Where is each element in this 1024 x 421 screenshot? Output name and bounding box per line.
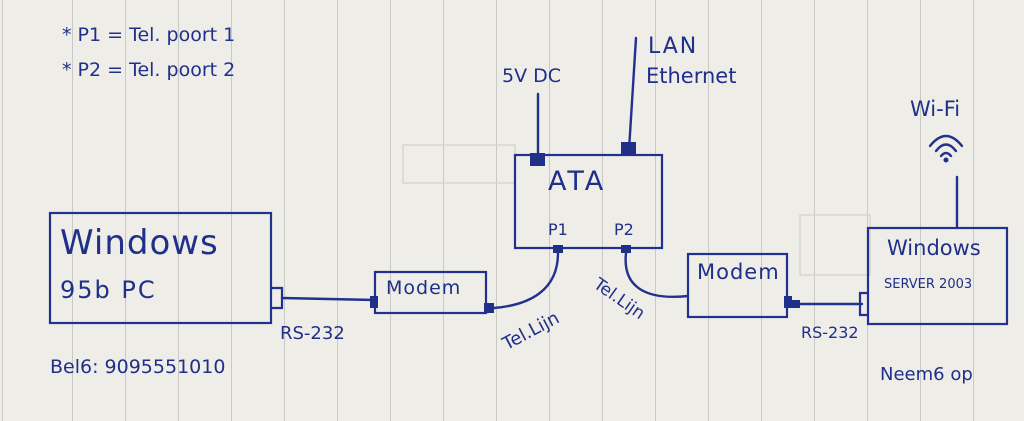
neem-op-label: Neem6 op (880, 364, 973, 385)
left-pc-title: Windows (60, 223, 219, 263)
ata-p2-label: P2 (614, 220, 634, 239)
right-modem-port-b (792, 300, 800, 308)
ata-port-p2 (621, 245, 631, 253)
legend-p2: * P2 = Tel. poort 2 (62, 59, 236, 81)
ethernet-label: Ethernet (646, 64, 737, 88)
rs232-cable-left (280, 296, 377, 302)
lan-port (621, 142, 636, 156)
rs232-label-left: RS-232 (280, 323, 345, 344)
server-serial-port (858, 291, 868, 317)
bel-label: Bel6: 9095551010 (50, 356, 226, 378)
left-modem-label: Modem (386, 277, 462, 299)
lan-label: LAN (648, 34, 699, 59)
left-pc-subtitle: 95b PC (60, 276, 157, 304)
ghost-rect-1 (402, 144, 516, 184)
ata-box (513, 153, 664, 250)
legend-p1: * P1 = Tel. poort 1 (62, 24, 236, 46)
server-subtitle: SERVER 2003 (884, 277, 973, 292)
left-modem-box (373, 270, 488, 315)
left-pc-serial-port (271, 286, 284, 310)
server-title: Windows (887, 236, 981, 260)
ata-p1-label: P1 (548, 220, 568, 239)
right-modem-port-a (784, 296, 792, 308)
server-box (866, 226, 1009, 326)
tel-line-right (624, 251, 690, 298)
power-port (530, 153, 545, 166)
left-modem-port-a (370, 296, 378, 308)
wifi-icon (928, 134, 964, 163)
wifi-label: Wi-Fi (910, 97, 961, 121)
left-modem-port-b (484, 303, 494, 313)
ata-title: ATA (548, 166, 607, 197)
power-label: 5V DC (502, 65, 562, 87)
right-modem-label: Modem (697, 260, 780, 284)
tel-line-left (492, 251, 560, 310)
lan-cable (627, 36, 638, 152)
left-pc-box (48, 211, 273, 325)
rs232-label-right: RS-232 (801, 323, 859, 342)
right-modem-box (686, 252, 789, 319)
ghost-rect-2 (799, 214, 871, 276)
ata-port-p1 (553, 245, 563, 253)
